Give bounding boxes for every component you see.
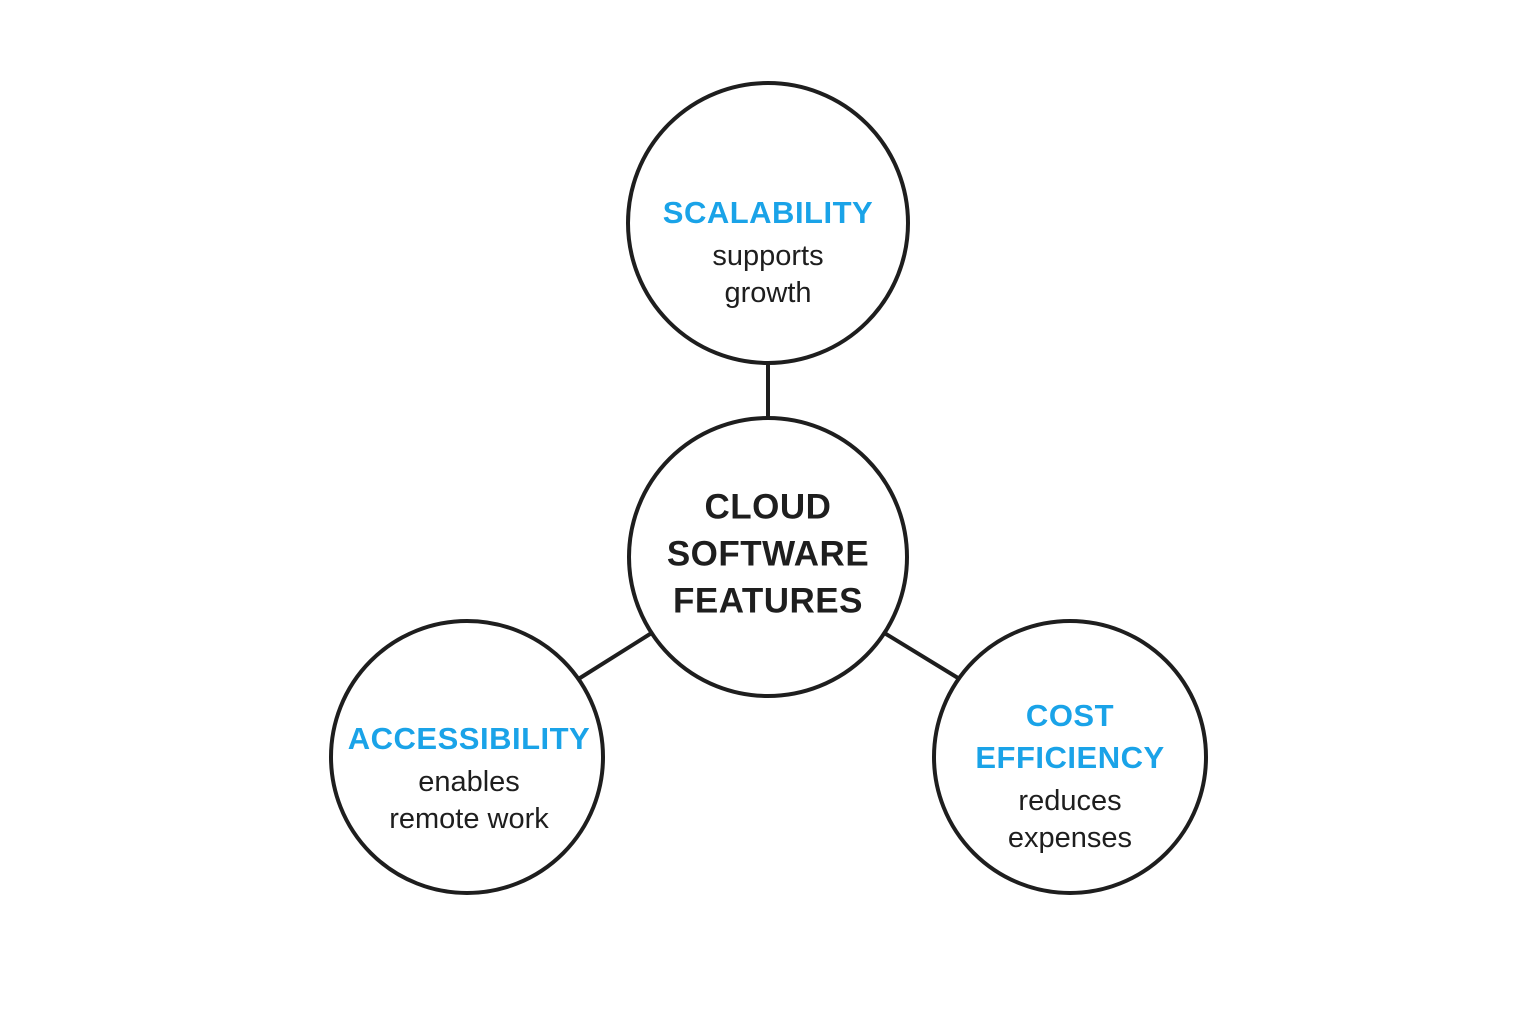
- accessibility-description-line: remote work: [389, 803, 549, 835]
- scalability-description-line: supports: [712, 240, 824, 272]
- connector-accessibility: [578, 632, 652, 680]
- cost-efficiency-description-line: reduces: [1018, 785, 1122, 817]
- cost-efficiency-node: COST EFFICIENCY reduces expenses: [975, 695, 1164, 857]
- center-node: CLOUD SOFTWARE FEATURES: [667, 484, 869, 625]
- center-title-line: FEATURES: [672, 581, 864, 621]
- scalability-description: supports growth: [663, 238, 873, 312]
- accessibility-title-line: ACCESSIBILITY: [347, 721, 591, 756]
- accessibility-node: ACCESSIBILITY enables remote work: [348, 718, 590, 838]
- accessibility-circle: [329, 619, 605, 895]
- center-title: CLOUD SOFTWARE FEATURES: [667, 484, 869, 625]
- scalability-title: SCALABILITY: [663, 192, 873, 234]
- accessibility-description-line: enables: [418, 766, 520, 798]
- center-title-line: CLOUD: [704, 487, 832, 527]
- cost-efficiency-title-line: COST: [1025, 698, 1115, 733]
- cost-efficiency-title-line: EFFICIENCY: [975, 740, 1165, 775]
- cost-efficiency-circle: [932, 619, 1208, 895]
- center-title-line: SOFTWARE: [666, 534, 870, 574]
- scalability-circle: [626, 81, 910, 365]
- center-circle: [627, 416, 909, 698]
- cost-efficiency-description: reduces expenses: [975, 783, 1164, 857]
- accessibility-title: ACCESSIBILITY: [348, 718, 590, 760]
- cost-efficiency-description-line: expenses: [1007, 822, 1133, 854]
- scalability-title-line: SCALABILITY: [662, 195, 874, 230]
- scalability-node: SCALABILITY supports growth: [663, 192, 873, 312]
- accessibility-description: enables remote work: [348, 764, 590, 838]
- connector-cost-efficiency: [884, 632, 960, 680]
- cost-efficiency-title: COST EFFICIENCY: [975, 695, 1164, 779]
- scalability-description-line: growth: [724, 277, 812, 309]
